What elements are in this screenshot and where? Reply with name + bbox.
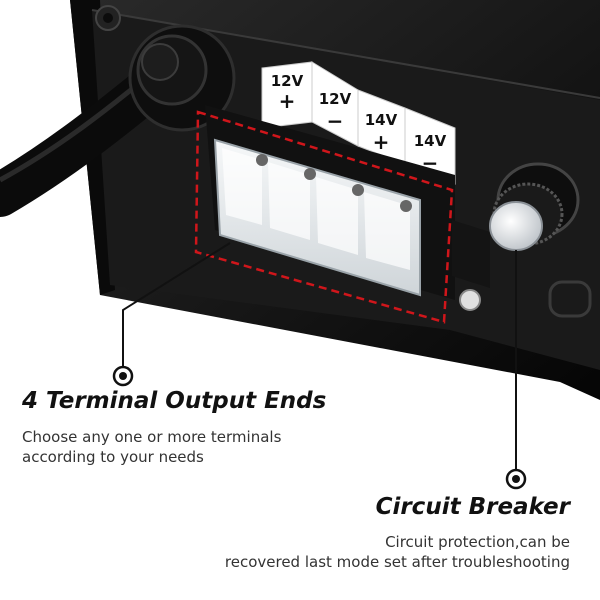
breaker-callout-description: Circuit protection,can be recovered last… <box>225 532 570 572</box>
terminal-callout-description: Choose any one or more terminals accordi… <box>22 427 281 467</box>
mounting-screw <box>95 5 121 31</box>
svg-text:−: − <box>422 151 439 175</box>
terminal-label-12v-positive: 12V + <box>271 72 304 113</box>
svg-text:14V: 14V <box>365 111 398 129</box>
svg-text:12V: 12V <box>271 72 304 90</box>
breaker-callout-line-2: recovered last mode set after troublesho… <box>224 553 570 571</box>
terminal-label-12v-negative: 12V − <box>319 90 352 133</box>
terminal-label-14v-negative: 14V − <box>414 132 447 175</box>
terminal-block <box>205 105 490 311</box>
svg-text:−: − <box>327 109 344 133</box>
terminal-callout-line-2: according to your needs <box>22 448 204 466</box>
switch-outline <box>548 280 592 318</box>
terminal-callout-line-1: Choose any one or more terminals <box>22 428 282 446</box>
terminal-label-14v-positive: 14V + <box>365 111 398 154</box>
svg-text:+: + <box>373 130 390 154</box>
terminal-highlight-box <box>194 110 454 324</box>
circuit-breaker <box>489 162 580 251</box>
terminal-callout-leader <box>112 242 231 387</box>
breaker-callout-title: Circuit Breaker <box>375 494 570 520</box>
svg-text:14V: 14V <box>414 132 447 150</box>
svg-text:+: + <box>279 89 296 113</box>
breaker-callout-leader <box>505 250 527 490</box>
terminal-callout-title: 4 Terminal Output Ends <box>22 388 327 414</box>
breaker-callout-line-1: Circuit protection,can be <box>385 533 570 551</box>
cable-gland <box>128 24 236 132</box>
svg-text:12V: 12V <box>319 90 352 108</box>
